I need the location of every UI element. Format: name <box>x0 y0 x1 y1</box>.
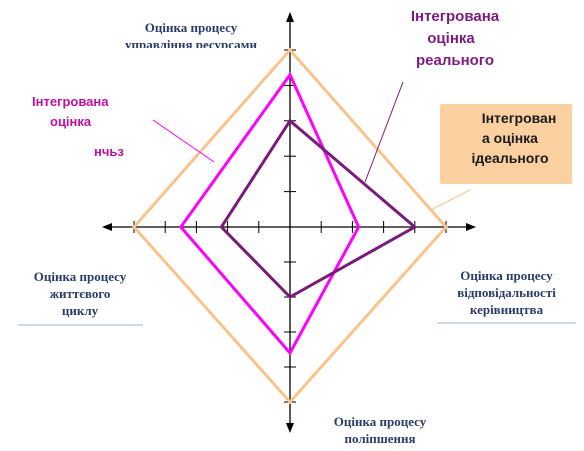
axes <box>102 12 476 433</box>
pink-connector-line <box>152 119 215 163</box>
series-polygons <box>131 47 449 405</box>
axis-label-left: Оцінка процесу життєвого циклу <box>33 269 127 318</box>
ideal-connector-line <box>430 189 471 211</box>
axis-label-right: Оцінка процесу відповідальності керівниц… <box>457 268 556 317</box>
x-axis-right-arrow <box>466 223 476 231</box>
series-ideal-polygon <box>131 47 449 405</box>
real-connector-line <box>364 81 404 183</box>
legend-pink: Інтегрована оцінка нчьз <box>32 94 124 159</box>
y-axis-bottom-arrow <box>286 423 294 433</box>
y-axis-top-arrow <box>286 12 294 22</box>
legend-connectors <box>18 81 576 326</box>
series-pink-polygon <box>178 71 361 356</box>
legend-ideal: Інтегрован а оцінка ідеального <box>471 110 557 166</box>
legend-real: Інтегрована оцінка реального <box>410 8 500 69</box>
legend-ideal-box <box>440 104 572 184</box>
axis-label-bottom: Оцінка процесу поліпшення <box>333 414 427 446</box>
series-real-polygon <box>219 118 418 299</box>
x-axis-left-arrow <box>102 223 112 231</box>
axis-label-top: Оцінка процесу управління ресурсами <box>125 20 257 52</box>
